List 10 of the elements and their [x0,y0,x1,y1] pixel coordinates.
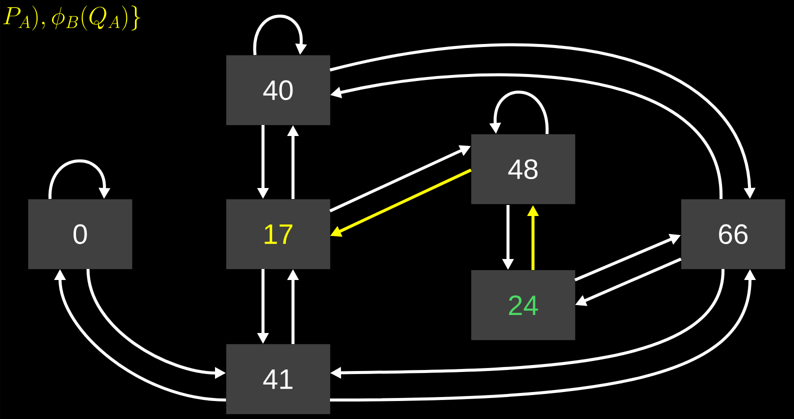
state-box: 40 [226,55,330,126]
state-box: 24 [471,270,576,340]
state-box: 66 [681,199,786,270]
state-box: 41 [226,344,330,414]
state-box: 48 [471,134,576,204]
arrow [48,159,110,200]
state-box: 0 [28,199,132,270]
formula-text: $P_A),\phi_B(Q_A)\}$ [3,6,140,30]
arrow [253,14,307,55]
state-box: 17 [226,199,330,270]
